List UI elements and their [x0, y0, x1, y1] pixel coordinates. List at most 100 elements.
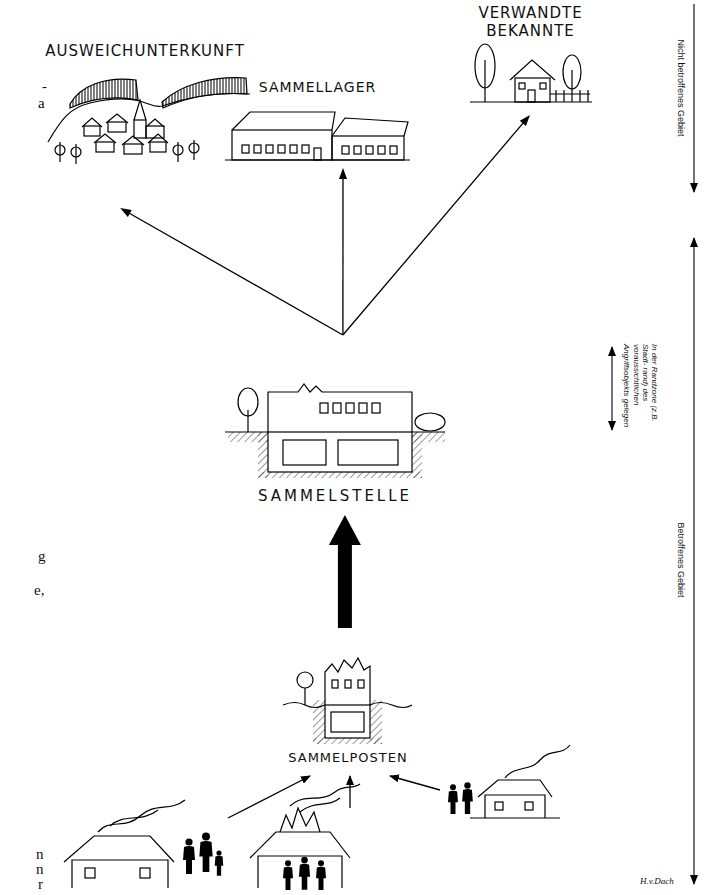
- main-flow-arrow: [329, 515, 361, 628]
- flow-arrow: [120, 208, 343, 335]
- collection-point-building: [258, 472, 422, 478]
- collection-point-building: [258, 432, 268, 478]
- camp-building: [278, 145, 285, 153]
- collection-point-building: [320, 403, 328, 413]
- collection-point-building: [346, 403, 354, 413]
- camp-building: [254, 145, 261, 153]
- burning-houses: [495, 802, 503, 810]
- zone-note: In der Randzone (z.B. Stadt- rand) des v…: [623, 344, 660, 434]
- arrow-shaft: [338, 545, 352, 628]
- collection-post-building: [370, 700, 382, 744]
- village-illustration: [70, 79, 138, 108]
- burning-houses: [64, 836, 174, 862]
- arrow-head: [339, 168, 347, 179]
- relatives-house: [571, 70, 572, 102]
- burning-houses: [478, 780, 552, 797]
- collection-point-building: [412, 432, 422, 478]
- village-illustration: [48, 78, 250, 164]
- collection-post-building: [358, 680, 364, 688]
- flight-arrows: [228, 776, 310, 818]
- zone-note: Betroffenes Gebiet: [676, 523, 686, 598]
- margin-text: e,: [34, 582, 44, 599]
- camp-building: [354, 146, 361, 154]
- arrow-line: [343, 123, 524, 335]
- village-illustration: [134, 120, 146, 138]
- relatives-house: [540, 83, 546, 89]
- burning-houses: [140, 868, 150, 878]
- village-illustration: [124, 144, 142, 154]
- village-illustration: [48, 94, 250, 143]
- camp-building: [332, 118, 408, 136]
- arrow-head: [329, 515, 361, 545]
- camp-building: [290, 145, 297, 153]
- collection-post-building: [297, 672, 313, 688]
- arrow-head: [520, 115, 530, 126]
- camp-building: [232, 130, 332, 160]
- collection-post-building: [332, 680, 338, 688]
- collection-point-building: [268, 384, 412, 432]
- place-label: VERWANDTE BEKANNTE: [472, 4, 590, 40]
- village-illustration: [106, 114, 128, 123]
- collection-point-building: [372, 403, 380, 413]
- camp-building: [342, 146, 349, 154]
- village-illustration: [162, 78, 247, 108]
- margin-text: n: [36, 846, 44, 863]
- flow-arrow: [343, 115, 530, 335]
- place-label: SAMMELPOSTEN: [288, 750, 407, 766]
- village-illustration: [150, 142, 166, 152]
- relatives-house: [528, 90, 535, 102]
- place-label: SAMMELSTELLE: [258, 487, 412, 505]
- collection-post-building: [325, 658, 370, 705]
- people-figures: [316, 860, 326, 890]
- arrow-line: [342, 178, 343, 335]
- place-label: SAMMELLAGER: [259, 79, 376, 96]
- village-illustration: [84, 126, 100, 136]
- flow-arrow: [339, 168, 347, 335]
- village-illustration: [122, 136, 144, 145]
- zone-note: Nicht betroffenes Gebiet: [676, 40, 686, 137]
- people-figures: [183, 838, 195, 874]
- camp-building: [302, 145, 309, 153]
- collection-post-building: [325, 705, 370, 738]
- arrow-head: [120, 208, 132, 217]
- village-illustration: [134, 100, 146, 120]
- relatives-house: [519, 83, 525, 89]
- collection-point-building: [415, 413, 445, 431]
- camp-building: [390, 146, 397, 154]
- place-node: AUSWEICHUNTERKUNFT: [38, 42, 252, 208]
- collection-point-building: [225, 384, 445, 478]
- collection-point-building: [283, 440, 326, 465]
- margin-text: r: [38, 876, 43, 893]
- collection-point-building: [338, 440, 398, 465]
- arrow-line: [129, 213, 343, 335]
- people-figures: [215, 850, 224, 875]
- camp-building: [378, 146, 385, 154]
- relatives-house: [510, 60, 555, 80]
- relatives-house: [484, 60, 485, 102]
- collection-post-building: [345, 680, 351, 688]
- collection-post-building: [304, 688, 305, 705]
- zone-brackets: [612, 4, 694, 884]
- village-illustration: [177, 142, 178, 162]
- margin-text: -: [42, 78, 47, 95]
- burning-houses: [300, 798, 340, 812]
- burning-houses: [470, 817, 560, 818]
- margin-text: H.v.Dach: [640, 876, 674, 886]
- burning-houses: [85, 868, 95, 878]
- collection-point-building: [268, 432, 412, 472]
- camp-building: [314, 148, 321, 160]
- burning-houses: [485, 795, 545, 818]
- camp-building: [366, 146, 373, 154]
- camp-building: [225, 159, 410, 160]
- margin-text: a: [38, 95, 45, 112]
- burning-houses: [98, 800, 185, 832]
- place-node: SAMMELSTELLE: [225, 335, 445, 515]
- camp-building: [266, 145, 273, 153]
- burning-houses: [250, 832, 350, 858]
- village-illustration: [148, 134, 168, 143]
- camp-building: [232, 112, 335, 130]
- people-figures: [183, 782, 473, 890]
- village-illustration: [94, 134, 116, 143]
- people-figures: [199, 832, 212, 872]
